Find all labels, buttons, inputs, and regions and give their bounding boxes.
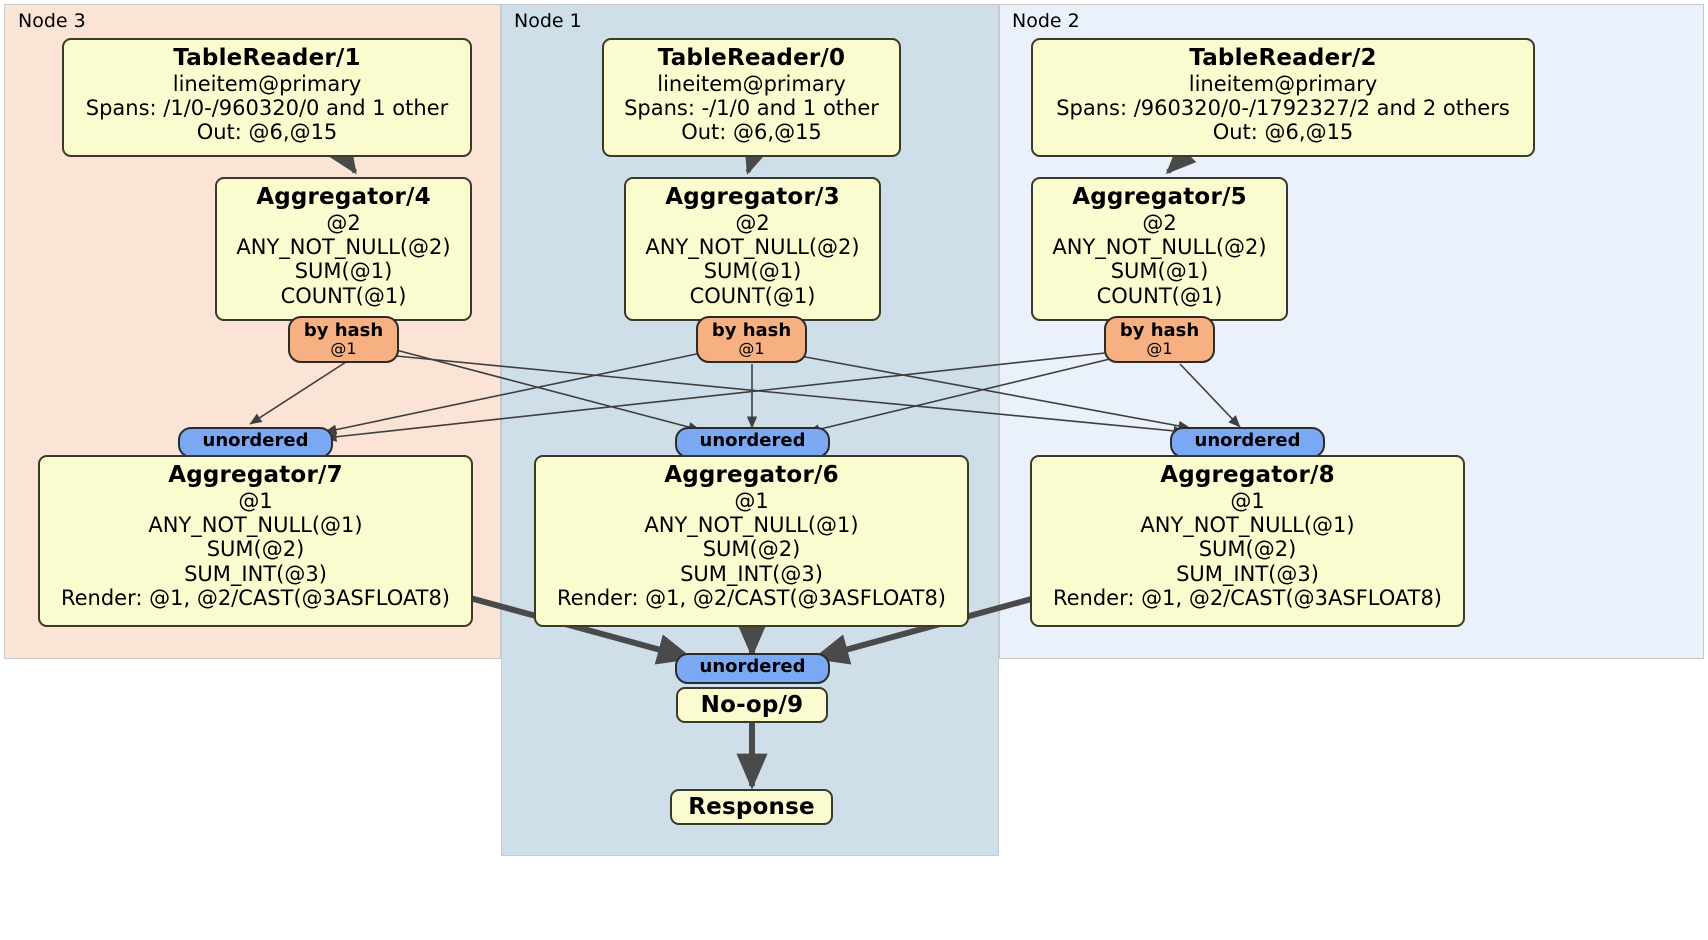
processor-line: SUM(@1) (1110, 259, 1209, 284)
processor-tablereader-0[interactable]: TableReader/0 lineitem@primary Spans: -/… (602, 38, 901, 157)
router-sublabel: @1 (330, 339, 357, 359)
synchronizer-label: unordered (1194, 430, 1301, 451)
processor-line: @1 (1230, 488, 1265, 513)
processor-title: TableReader/1 (173, 45, 361, 71)
processor-no-op-9[interactable]: No-op/9 (676, 687, 828, 723)
cluster-label-node-3: Node 3 (18, 10, 86, 32)
processor-line: Render: @1, @2/CAST(@3ASFLOAT8) (60, 586, 451, 611)
synchronizer-label: unordered (699, 430, 806, 451)
cluster-label-node-1: Node 1 (514, 10, 582, 32)
processor-line: SUM(@2) (206, 537, 305, 562)
router-label: by hash (711, 320, 792, 341)
processor-aggregator-8[interactable]: Aggregator/8 @1 ANY_NOT_NULL(@1) SUM(@2)… (1030, 455, 1465, 627)
synchronizer-unordered-final[interactable]: unordered (675, 653, 830, 684)
synchronizer-label: unordered (699, 656, 806, 677)
processor-line: SUM_INT(@3) (1176, 561, 1319, 586)
router-label: by hash (303, 320, 384, 341)
synchronizer-unordered-left[interactable]: unordered (178, 427, 333, 458)
processor-tablereader-1[interactable]: TableReader/1 lineitem@primary Spans: /1… (62, 38, 472, 157)
processor-line: @2 (1142, 210, 1177, 235)
processor-title: Aggregator/5 (1072, 184, 1247, 210)
processor-title: TableReader/2 (1189, 45, 1377, 71)
processor-line: Spans: -/1/0 and 1 other (624, 96, 879, 121)
processor-aggregator-7[interactable]: Aggregator/7 @1 ANY_NOT_NULL(@1) SUM(@2)… (38, 455, 473, 627)
processor-line: SUM(@1) (703, 259, 802, 284)
processor-title: TableReader/0 (657, 45, 846, 71)
processor-response[interactable]: Response (670, 789, 833, 825)
processor-line: Spans: /960320/0-/1792327/2 and 2 others (1056, 96, 1510, 121)
processor-line: ANY_NOT_NULL(@1) (148, 513, 363, 538)
processor-line: SUM(@1) (294, 259, 393, 284)
processor-line: COUNT(@1) (280, 283, 407, 308)
router-by-hash-mid[interactable]: by hash @1 (696, 316, 807, 363)
processor-line: lineitem@primary (657, 71, 846, 96)
synchronizer-unordered-mid[interactable]: unordered (675, 427, 830, 458)
processor-line: SUM(@2) (1198, 537, 1297, 562)
processor-line: @1 (238, 488, 273, 513)
processor-line: Render: @1, @2/CAST(@3ASFLOAT8) (556, 586, 947, 611)
processor-line: Out: @6,@15 (196, 120, 338, 145)
synchronizer-label: unordered (202, 430, 309, 451)
processor-aggregator-4[interactable]: Aggregator/4 @2 ANY_NOT_NULL(@2) SUM(@1)… (215, 177, 472, 321)
processor-line: Render: @1, @2/CAST(@3ASFLOAT8) (1052, 586, 1443, 611)
synchronizer-unordered-right[interactable]: unordered (1170, 427, 1325, 458)
processor-title: Aggregator/8 (1160, 462, 1335, 488)
cluster-label-node-2: Node 2 (1012, 10, 1080, 32)
processor-line: @1 (734, 488, 769, 513)
processor-line: ANY_NOT_NULL(@2) (236, 235, 451, 260)
processor-line: Out: @6,@15 (681, 120, 822, 145)
processor-line: @2 (735, 210, 770, 235)
router-sublabel: @1 (1146, 339, 1173, 359)
processor-title: Aggregator/7 (168, 462, 343, 488)
processor-line: lineitem@primary (1188, 71, 1378, 96)
processor-title: Aggregator/6 (664, 462, 839, 488)
processor-line: SUM_INT(@3) (680, 561, 823, 586)
processor-line: ANY_NOT_NULL(@2) (1052, 235, 1267, 260)
processor-aggregator-5[interactable]: Aggregator/5 @2 ANY_NOT_NULL(@2) SUM(@1)… (1031, 177, 1288, 321)
processor-title: Response (688, 794, 815, 820)
processor-line: SUM_INT(@3) (184, 561, 327, 586)
processor-line: ANY_NOT_NULL(@1) (644, 513, 859, 538)
processor-title: No-op/9 (700, 692, 804, 718)
processor-line: SUM(@2) (702, 537, 801, 562)
processor-line: @2 (326, 210, 361, 235)
processor-line: COUNT(@1) (1096, 283, 1223, 308)
processor-line: Spans: /1/0-/960320/0 and 1 other (85, 96, 449, 121)
router-label: by hash (1119, 320, 1200, 341)
processor-line: ANY_NOT_NULL(@2) (645, 235, 860, 260)
processor-line: lineitem@primary (172, 71, 362, 96)
processor-title: Aggregator/3 (665, 184, 840, 210)
router-by-hash-right[interactable]: by hash @1 (1104, 316, 1215, 363)
processor-line: Out: @6,@15 (1212, 120, 1354, 145)
processor-line: ANY_NOT_NULL(@1) (1140, 513, 1355, 538)
processor-aggregator-6[interactable]: Aggregator/6 @1 ANY_NOT_NULL(@1) SUM(@2)… (534, 455, 969, 627)
processor-line: COUNT(@1) (689, 283, 816, 308)
processor-tablereader-2[interactable]: TableReader/2 lineitem@primary Spans: /9… (1031, 38, 1535, 157)
router-by-hash-left[interactable]: by hash @1 (288, 316, 399, 363)
processor-title: Aggregator/4 (256, 184, 431, 210)
processor-aggregator-3[interactable]: Aggregator/3 @2 ANY_NOT_NULL(@2) SUM(@1)… (624, 177, 881, 321)
router-sublabel: @1 (738, 339, 765, 359)
